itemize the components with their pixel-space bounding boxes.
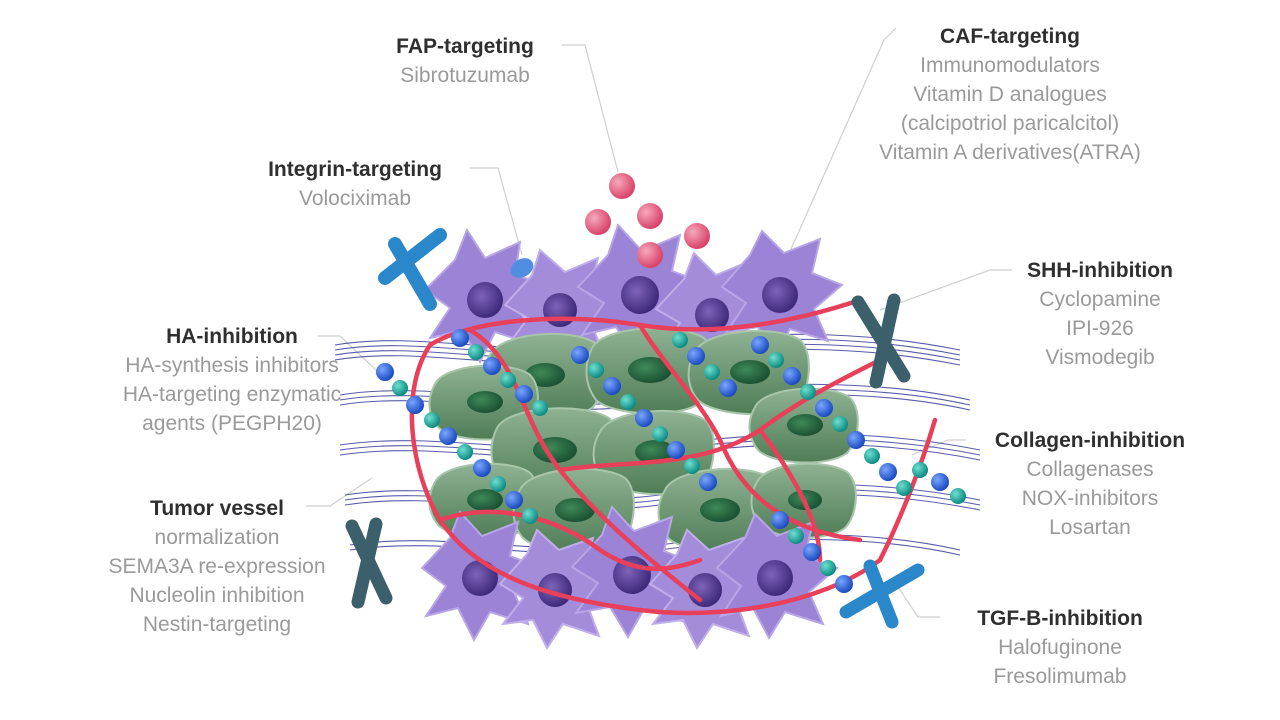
tumor-cells xyxy=(428,327,859,554)
tgfb-inhibition-item: Halofuginone xyxy=(998,636,1122,659)
antibody-right xyxy=(851,293,911,389)
ha-inhibition-item: HA-synthesis inhibitors xyxy=(125,354,339,377)
collagen-inhibition-item: Collagenases xyxy=(1026,458,1154,481)
shh-inhibition-item: Cyclopamine xyxy=(1039,288,1161,311)
antibody-bottom-right xyxy=(839,559,925,629)
caf-targeting-item: (calcipotriol paricalcitol) xyxy=(900,112,1120,135)
tumor-vessel-title: Tumor vessel xyxy=(150,497,284,520)
caf-targeting-title: CAF-targeting xyxy=(940,25,1080,48)
caf-targeting-item: Vitamin D analogues xyxy=(913,83,1107,106)
ha-chain-2 xyxy=(451,329,548,416)
fap-targeting-label: FAP-targeting Sibrotuzumab xyxy=(360,32,570,90)
ha-leader-line xyxy=(318,335,379,373)
integrin-leader-line xyxy=(470,167,523,256)
collagen-inhibition-item: NOX-inhibitors xyxy=(1021,487,1159,510)
tumor-vessel-item: Nucleolin inhibition xyxy=(129,584,305,607)
integrin-targeting-label: Integrin-targeting Volociximab xyxy=(225,155,485,213)
fap-drug-particles xyxy=(585,173,710,268)
tumor-vessel-item: SEMA3A re-expression xyxy=(108,555,326,578)
antibody-bottom-left xyxy=(345,517,393,609)
ha-chain-1 xyxy=(376,363,538,524)
fap-targeting-title: FAP-targeting xyxy=(396,35,534,58)
ha-chain-5 xyxy=(672,332,737,397)
tgfb-inhibition-label: TGF-B-inhibition Halofuginone Fresolimum… xyxy=(940,604,1180,691)
caf-targeting-item: Immunomodulators xyxy=(920,54,1100,77)
caf-targeting-label: CAF-targeting Immunomodulators Vitamin D… xyxy=(830,22,1190,167)
shh-inhibition-item: Vismodegib xyxy=(1045,346,1155,369)
ha-chain-3 xyxy=(571,346,717,491)
ha-chain-6 xyxy=(771,511,853,593)
tgfb-inhibition-item: Fresolimumab xyxy=(993,665,1127,688)
ha-inhibition-item: HA-targeting enzymatic xyxy=(122,383,342,406)
collagen-inhibition-item: Losartan xyxy=(1049,516,1131,539)
shh-inhibition-title: SHH-inhibition xyxy=(1027,259,1173,282)
shh-leader-line xyxy=(879,269,1012,311)
shh-inhibition-label: SHH-inhibition Cyclopamine IPI-926 Vismo… xyxy=(990,256,1210,372)
tumor-vessels xyxy=(409,297,938,616)
leader-lines xyxy=(306,27,1012,618)
integrin-marker xyxy=(510,258,534,278)
collagen-inhibition-label: Collagen-inhibition Collagenases NOX-inh… xyxy=(960,426,1220,542)
ha-inhibition-title: HA-inhibition xyxy=(166,325,298,348)
ha-inhibition-item: agents (PEGPH20) xyxy=(142,412,322,435)
caf-leader-line xyxy=(787,27,897,257)
vessel-leader-line xyxy=(306,477,373,507)
integrin-targeting-title: Integrin-targeting xyxy=(268,158,442,181)
shh-inhibition-item: IPI-926 xyxy=(1066,317,1134,340)
tumor-cell xyxy=(592,410,715,496)
antibody-top-left xyxy=(378,228,447,311)
tumor-vessel-item: normalization xyxy=(154,526,280,549)
ha-inhibition-label: HA-inhibition HA-synthesis inhibitors HA… xyxy=(82,322,382,438)
tumor-vessel-item: Nestin-targeting xyxy=(142,613,292,636)
fap-leader-line xyxy=(562,44,619,173)
caf-cell xyxy=(420,510,544,643)
ha-chain-4 xyxy=(751,336,966,504)
collagen-inhibition-title: Collagen-inhibition xyxy=(994,429,1186,452)
tumor-vessel-label: Tumor vessel normalization SEMA3A re-exp… xyxy=(82,494,352,639)
tgfb-inhibition-title: TGF-B-inhibition xyxy=(977,607,1143,630)
fap-targeting-item: Sibrotuzumab xyxy=(400,64,530,87)
caf-targeting-item: Vitamin A derivatives(ATRA) xyxy=(879,141,1141,164)
caf-cell xyxy=(576,223,706,361)
tgfb-leader-line xyxy=(891,577,940,618)
integrin-targeting-item: Volociximab xyxy=(298,187,412,210)
